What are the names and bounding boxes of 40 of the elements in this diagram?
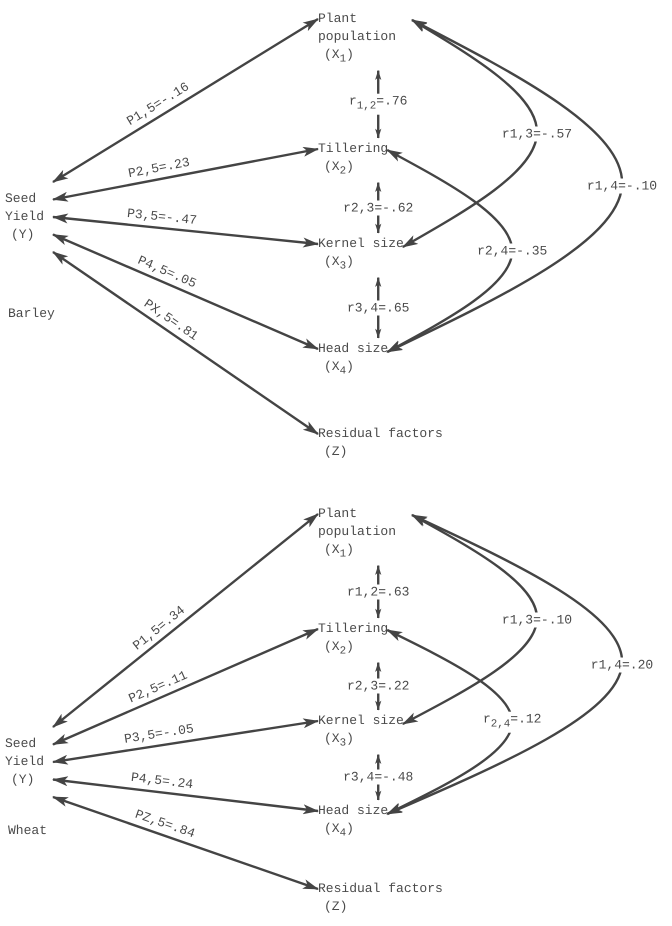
double-arrow	[386, 148, 514, 354]
variable-symbol: (X$_{1}$)	[323, 541, 354, 563]
double-arrow	[52, 251, 319, 435]
variable-name: Seed Yield	[5, 190, 46, 226]
crop-label: Wheat	[8, 822, 48, 840]
double-arrow	[386, 628, 514, 816]
variable-symbol: (X$_{4}$)	[323, 820, 354, 842]
variable-symbol: (Y)	[10, 226, 34, 244]
double-arrow	[402, 18, 538, 248]
variable-symbol: (X$_{4}$)	[323, 358, 354, 380]
variable-name: Kernel size	[318, 235, 404, 253]
variable-symbol: (Y)	[10, 771, 34, 789]
variable-name: Plant population	[318, 505, 398, 541]
double-arrow	[52, 214, 319, 248]
double-arrow	[52, 796, 319, 890]
double-arrow	[52, 718, 319, 765]
variable-symbol: (X$_{2}$)	[323, 638, 354, 660]
variable-name: Plant population	[318, 10, 398, 46]
variable-name: Kernel size	[318, 712, 404, 730]
variable-symbol: (X$_{2}$)	[323, 158, 354, 180]
variable-name: Tillering	[318, 140, 388, 158]
variable-symbol: (Z)	[323, 443, 348, 461]
variable-name: Head size	[318, 802, 388, 820]
variable-symbol: (X$_{3}$)	[323, 730, 354, 752]
double-arrow	[52, 18, 319, 184]
double-arrow	[52, 628, 319, 746]
double-arrow	[402, 514, 538, 726]
double-arrow	[52, 146, 319, 202]
double-arrow	[52, 513, 319, 728]
variable-name: Tillering	[318, 620, 388, 638]
variable-name: Seed Yield	[5, 735, 46, 771]
variable-name: Residual factors	[318, 880, 443, 898]
variable-name: Residual factors	[318, 425, 443, 443]
crop-label: Barley	[8, 305, 55, 323]
variable-symbol: (Z)	[323, 898, 348, 916]
variable-symbol: (X$_{1}$)	[323, 46, 354, 68]
double-arrow	[52, 776, 319, 814]
variable-symbol: (X$_{3}$)	[323, 253, 354, 275]
variable-name: Head size	[318, 340, 388, 358]
double-arrow	[52, 233, 319, 350]
